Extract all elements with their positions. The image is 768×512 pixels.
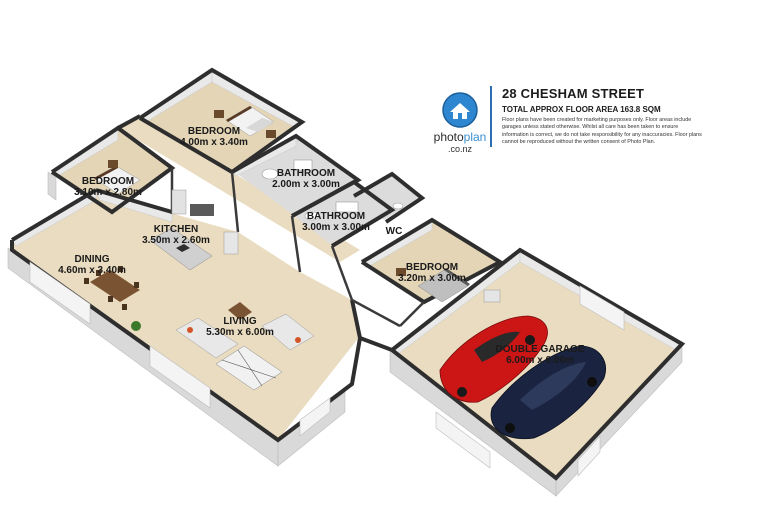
floor-hall — [118, 116, 360, 262]
logo-wordmark: photoplan — [424, 130, 496, 144]
bed-left — [93, 160, 141, 195]
windows — [29, 261, 625, 477]
bathroom-fixtures — [261, 159, 404, 221]
dim-bedroom-top: 4.00m x 3.40m — [180, 137, 248, 148]
living-furniture — [175, 302, 315, 391]
address-title: 28 CHESHAM STREET — [502, 86, 645, 101]
logo-brand-b: plan — [463, 130, 487, 144]
logo-brand-a: photo — [433, 130, 464, 144]
logo-domain: .co.nz — [448, 144, 473, 154]
bed-right — [396, 268, 470, 303]
bed-top — [214, 105, 276, 138]
label-kitchen: KITCHEN — [154, 224, 198, 235]
label-bathroom-2: BATHROOM — [307, 211, 365, 222]
dim-dining: 4.60m x 3.40m — [58, 265, 126, 276]
disclaimer-text: Floor plans have been created for market… — [502, 117, 702, 146]
dim-bedroom-right: 3.20m x 3.00m — [398, 273, 466, 284]
label-bedroom-left: BEDROOM — [82, 176, 134, 187]
property-info: 28 CHESHAM STREET TOTAL APPROX FLOOR ARE… — [490, 86, 712, 147]
label-bedroom-right: BEDROOM — [406, 262, 458, 273]
label-bedroom-top: BEDROOM — [188, 126, 240, 137]
dim-living: 5.30m x 6.00m — [206, 327, 274, 338]
navy-suv-icon — [490, 345, 606, 440]
walls — [10, 67, 686, 481]
floor-wc — [352, 176, 420, 220]
label-bathroom-1: BATHROOM — [277, 168, 335, 179]
floor-area: TOTAL APPROX FLOOR AREA 163.8 SQM — [502, 105, 661, 114]
red-car-icon — [439, 315, 548, 403]
dim-bathroom-2: 3.00m x 3.00m — [302, 222, 370, 233]
dim-bathroom-1: 2.00m x 3.00m — [272, 179, 340, 190]
dim-bedroom-left: 3.10m x 2.80m — [74, 187, 142, 198]
label-garage: DOUBLE GARAGE — [496, 344, 585, 355]
dining-set — [84, 266, 141, 331]
photoplan-logo: photoplan .co.nz — [424, 90, 496, 160]
house-logo-icon — [442, 92, 478, 128]
label-dining: DINING — [75, 254, 110, 265]
dim-kitchen: 3.50m x 2.60m — [142, 235, 210, 246]
kitchen-units — [149, 189, 239, 271]
room-labels: BEDROOM 4.00m x 3.40m BEDROOM 3.10m x 2.… — [58, 126, 585, 366]
label-living: LIVING — [223, 316, 257, 327]
label-wc: WC — [386, 226, 403, 237]
dim-garage: 6.00m x 6.00m — [506, 355, 574, 366]
garage-contents — [439, 289, 606, 440]
